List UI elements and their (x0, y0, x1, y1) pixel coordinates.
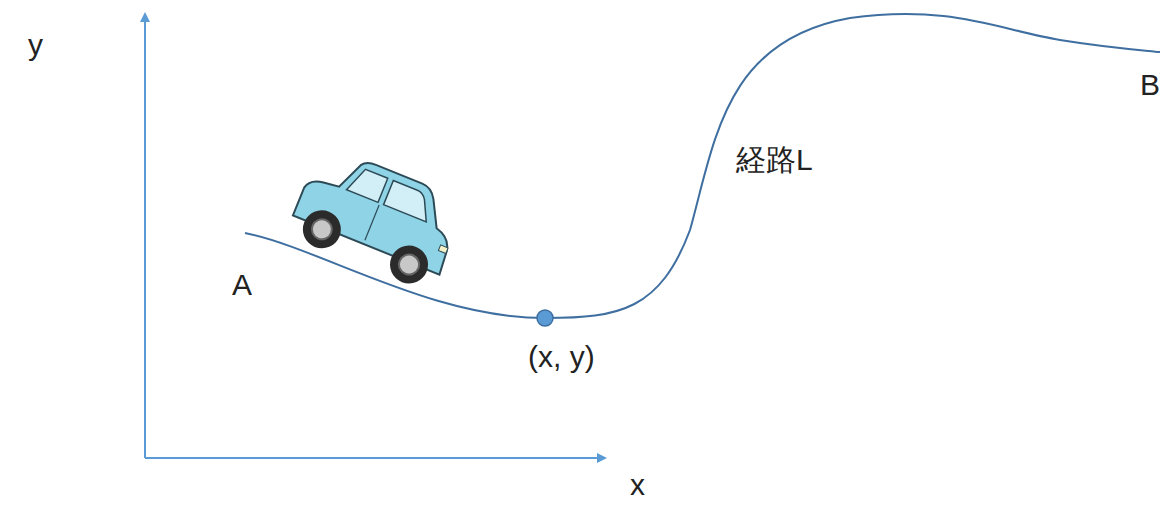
route-curve (245, 14, 1160, 318)
y-axis (144, 14, 146, 458)
route-label: 経路L (736, 143, 813, 178)
coordinate-label: (x, y) (528, 340, 595, 375)
axis-label: x (630, 468, 645, 503)
point-marker (537, 310, 553, 326)
point-label: A (232, 268, 252, 303)
point-label: B (1140, 68, 1160, 103)
car-illustration (285, 143, 469, 294)
x-axis (145, 457, 605, 459)
axis-label: y (28, 28, 43, 63)
